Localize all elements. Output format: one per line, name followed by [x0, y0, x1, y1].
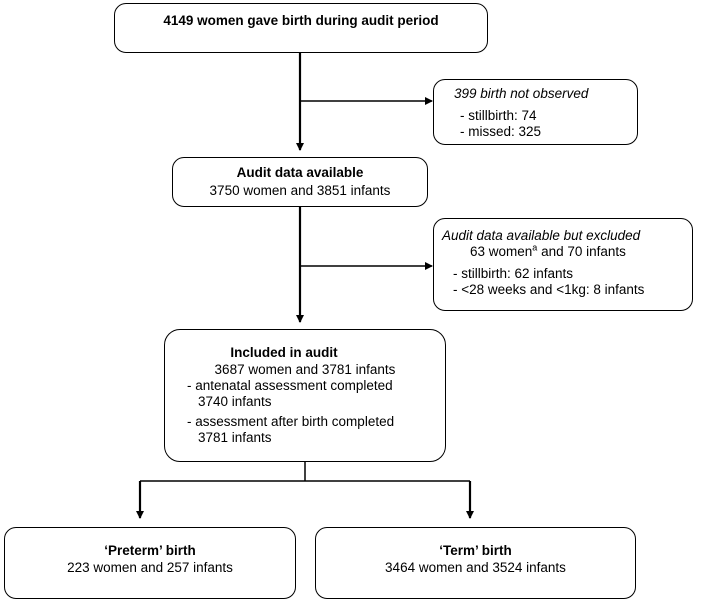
not-observed-box: 399 birth not observed - stillbirth: 74 … — [433, 79, 638, 145]
excluded-item: - <28 weeks and <1kg: 8 infants — [453, 282, 645, 297]
available-title: Audit data available — [236, 165, 364, 180]
not-observed-item: - stillbirth: 74 — [460, 108, 537, 123]
included-item-antenatal: - antenatal assessment completed — [187, 378, 393, 393]
available-box: Audit data available 3750 women and 3851… — [172, 157, 428, 207]
preterm-subtitle: 223 women and 257 infants — [67, 560, 233, 575]
footnote-marker: a — [532, 242, 538, 253]
excluded-title: Audit data available but excluded — [442, 228, 641, 243]
term-subtitle: 3464 women and 3524 infants — [385, 560, 566, 575]
total-births-text: 4149 women gave birth during audit perio… — [163, 13, 439, 28]
excluded-women: 63 women — [470, 244, 533, 259]
included-item-after-birth: - assessment after birth completed — [187, 414, 395, 429]
included-title: Included in audit — [230, 345, 338, 360]
excluded-item: - stillbirth: 62 infants — [453, 266, 574, 281]
included-item-after-birth-count: 3781 infants — [198, 430, 272, 445]
preterm-title: ‘Preterm’ birth — [104, 543, 196, 558]
term-box: ‘Term’ birth 3464 women and 3524 infants — [315, 527, 636, 599]
excluded-infants: and 70 infants — [537, 244, 626, 259]
preterm-box: ‘Preterm’ birth 223 women and 257 infant… — [4, 527, 296, 599]
total-births-box: 4149 women gave birth during audit perio… — [114, 3, 488, 53]
available-subtitle: 3750 women and 3851 infants — [209, 183, 391, 198]
not-observed-item: - missed: 325 — [460, 124, 542, 139]
not-observed-title: 399 birth not observed — [454, 86, 589, 101]
excluded-count: 63 womena and 70 infants — [442, 242, 692, 260]
included-subtitle: 3687 women and 3781 infants — [214, 362, 396, 377]
excluded-box: Audit data available but excluded 63 wom… — [433, 218, 693, 311]
term-title: ‘Term’ birth — [439, 543, 512, 558]
included-item-antenatal-count: 3740 infants — [198, 394, 272, 409]
included-box: Included in audit 3687 women and 3781 in… — [164, 329, 446, 462]
